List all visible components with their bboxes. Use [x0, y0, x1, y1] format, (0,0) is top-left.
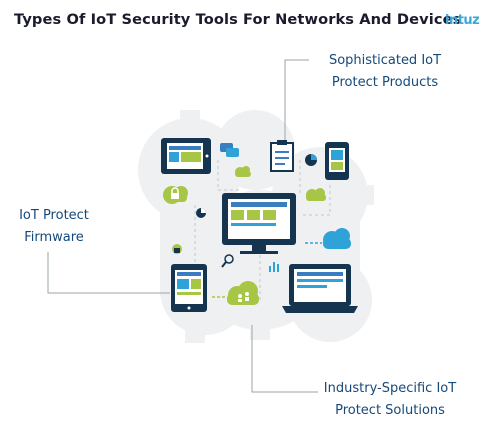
clock-icon — [196, 208, 206, 218]
cloud-upload-icon — [305, 228, 351, 249]
label-industry-solutions: Industry-Specific IoT Protect Solutions — [300, 378, 480, 422]
laptop-icon — [282, 264, 358, 313]
cloud-icon-small — [235, 166, 251, 177]
clipboard-icon — [270, 140, 294, 172]
monitor-icon — [222, 193, 296, 254]
label-bottom-line1: Industry-Specific IoT — [323, 381, 457, 396]
label-protect-firmware: IoT Protect Firmware — [4, 205, 104, 249]
label-top-line1: Sophisticated IoT — [328, 53, 442, 68]
tablet-icon — [161, 138, 211, 174]
label-sophisticated-products: Sophisticated IoT Protect Products — [300, 50, 470, 94]
label-top-line2: Protect Products — [331, 75, 439, 90]
label-bottom-line2: Protect Solutions — [335, 403, 445, 418]
label-left-line1: IoT Protect — [19, 208, 89, 223]
bar-chart-icon — [269, 262, 279, 272]
connector-lines — [47, 59, 318, 393]
label-left-line2: Firmware — [24, 230, 84, 245]
cloud-lock-icon — [163, 186, 188, 204]
cloud-users-icon — [212, 281, 259, 305]
magnifier-icon — [221, 254, 234, 268]
intuz-logo: intuz — [445, 13, 480, 28]
page-title: Types Of IoT Security Tools For Networks… — [14, 11, 462, 28]
smartphone-icon — [325, 142, 349, 180]
tablet-portrait-icon — [171, 264, 207, 312]
lock-icon — [172, 244, 182, 254]
dashed-links — [194, 160, 331, 300]
chat-bubble-icon — [220, 143, 239, 157]
pie-chart-icon — [305, 154, 317, 166]
cloud-icon-right — [306, 188, 326, 201]
